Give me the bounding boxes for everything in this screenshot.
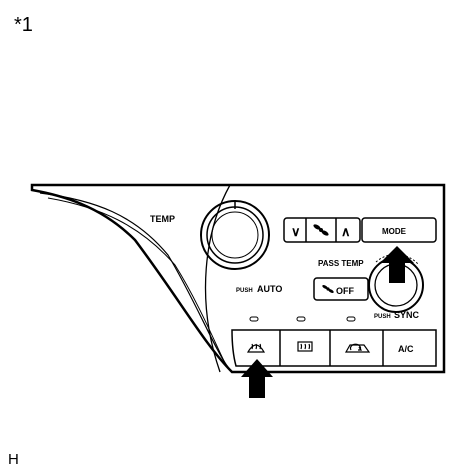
pass-temp-label: PASS TEMP: [318, 259, 364, 268]
mode-label: MODE: [382, 227, 407, 236]
fan-icon: [313, 224, 329, 236]
indicator-lights: [249, 316, 356, 322]
bottom-button-row: [231, 329, 437, 367]
recirculation-icon: [344, 343, 371, 353]
fan-down-button[interactable]: ∨: [291, 224, 301, 239]
fan-off-icon: [322, 285, 334, 293]
off-label: OFF: [336, 286, 354, 296]
temp-knob[interactable]: [200, 200, 270, 270]
fan-off-button[interactable]: [313, 277, 369, 301]
recirculation-button[interactable]: [331, 331, 382, 365]
push-sync-prefix: PUSH: [374, 314, 391, 320]
figure-code: H: [8, 451, 19, 468]
arrow-down-icon: [380, 246, 414, 283]
mode-button[interactable]: [361, 217, 437, 243]
front-defroster-icon: [246, 343, 266, 353]
push-sync-label: SYNC: [394, 310, 420, 320]
push-auto-prefix: PUSH: [236, 288, 253, 294]
ac-label: A/C: [398, 344, 414, 354]
rear-defroster-icon: [297, 341, 313, 352]
arrow-down-icon: [241, 359, 273, 398]
temp-label: TEMP: [150, 214, 175, 224]
fan-speed-rocker[interactable]: [283, 217, 361, 243]
fan-up-button[interactable]: ∧: [341, 224, 351, 239]
panel-bezel: [30, 183, 446, 374]
reference-mark: *1: [14, 14, 33, 36]
push-auto-label: AUTO: [257, 284, 282, 294]
